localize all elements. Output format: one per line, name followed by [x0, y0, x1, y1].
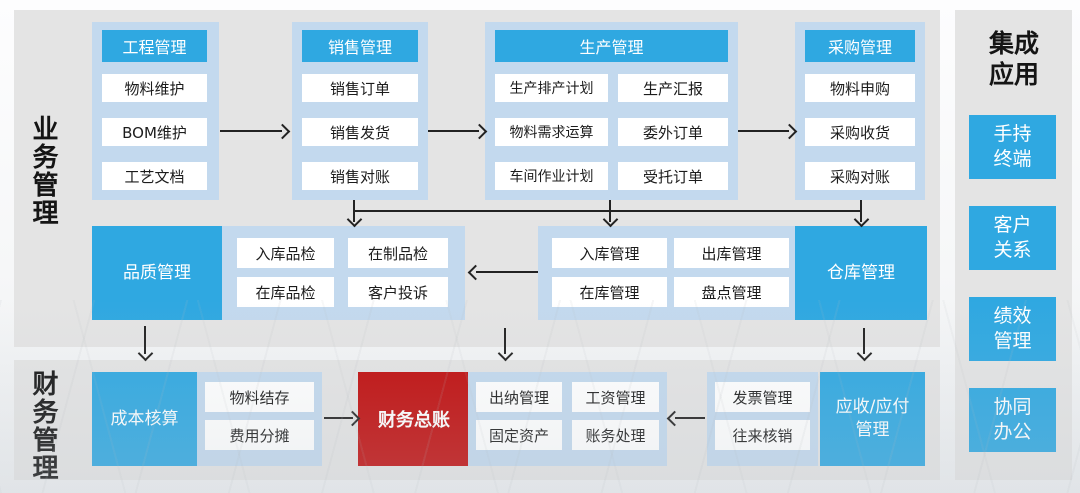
- module-node: 采购收货: [805, 118, 915, 146]
- arrowhead-down-icon: [856, 345, 873, 362]
- general-ledger-box: 财务总账: [358, 372, 470, 466]
- sales-header: 销售管理: [302, 30, 418, 62]
- module-node: 发票管理: [715, 382, 810, 412]
- engineering-header: 工程管理: [102, 30, 207, 62]
- arrowhead-down-icon: [137, 345, 154, 362]
- production-header: 生产管理: [495, 30, 728, 62]
- module-node: 在库品检: [237, 277, 334, 307]
- arrow-warehouse-to-receivable: [863, 328, 865, 354]
- connector-line: [353, 210, 862, 212]
- module-node: 出纳管理: [476, 382, 562, 412]
- arrow-warehouse-to-quality: [476, 271, 538, 273]
- module-node: 往来核销: [715, 420, 810, 450]
- engineering-column: 工程管理 物料维护 BOM维护 工艺文档: [92, 22, 219, 200]
- module-node: 生产汇报: [618, 74, 728, 102]
- arrow-quality-to-cost: [144, 326, 146, 354]
- arrow-prod-to-proc: [738, 130, 789, 132]
- module-node: 费用分摊: [205, 420, 314, 450]
- module-node: 物料需求运算: [495, 118, 608, 146]
- invoice-group: 发票管理 往来核销: [707, 372, 818, 466]
- module-node: 客户投诉: [348, 277, 448, 307]
- module-node: 账务处理: [572, 420, 659, 450]
- module-node: 车间作业计划: [495, 162, 608, 190]
- sales-column: 销售管理 销售订单 销售发货 销售对账: [292, 22, 428, 200]
- module-node: 入库管理: [552, 238, 667, 268]
- module-node: 在制品检: [348, 238, 448, 268]
- module-node: 受托订单: [618, 162, 728, 190]
- arrow-to-cashier: [504, 328, 506, 354]
- module-node: 入库品检: [237, 238, 334, 268]
- integration-item: 客户关系: [969, 206, 1056, 270]
- module-node: 出库管理: [674, 238, 789, 268]
- quality-group: 品质管理 入库品检 在制品检 在库品检 客户投诉: [92, 226, 465, 320]
- procurement-header: 采购管理: [805, 30, 915, 62]
- module-node: 固定资产: [476, 420, 562, 450]
- module-node: 销售对账: [302, 162, 418, 190]
- module-node: 物料维护: [102, 74, 207, 102]
- receivable-payable-box: 应收/应付管理: [820, 372, 925, 466]
- module-node: 工艺文档: [102, 162, 207, 190]
- module-node: 工资管理: [572, 382, 659, 412]
- integration-item: 协同办公: [969, 388, 1056, 452]
- arrow-cost-to-ledger: [324, 417, 353, 419]
- module-node: 生产排产计划: [495, 74, 608, 102]
- integration-item: 手持终端: [969, 115, 1056, 179]
- module-node: 物料结存: [205, 382, 314, 412]
- production-column: 生产管理 生产排产计划 生产汇报 物料需求运算 委外订单 车间作业计划 受托订单: [485, 22, 738, 200]
- integration-title: 集成应用: [988, 29, 1039, 90]
- arrowhead-down-icon: [497, 345, 514, 362]
- module-node: 销售发货: [302, 118, 418, 146]
- arrow-eng-to-sales: [220, 130, 282, 132]
- finance-section-label: 财务管理: [28, 370, 58, 482]
- warehouse-group: 入库管理 出库管理 在库管理 盘点管理 仓库管理: [538, 226, 927, 320]
- warehouse-title-box: 仓库管理: [795, 226, 927, 320]
- business-section-label: 业务管理: [28, 115, 58, 227]
- module-node: 盘点管理: [674, 277, 789, 307]
- quality-title-box: 品质管理: [92, 226, 222, 320]
- module-node: 采购对账: [805, 162, 915, 190]
- module-node: 委外订单: [618, 118, 728, 146]
- cashier-group: 出纳管理 工资管理 固定资产 账务处理: [468, 372, 667, 466]
- module-node: 在库管理: [552, 277, 667, 307]
- arrow-sales-to-prod: [428, 130, 479, 132]
- procurement-column: 采购管理 物料申购 采购收货 采购对账: [795, 22, 925, 200]
- module-node: BOM维护: [102, 118, 207, 146]
- cost-title-box: 成本核算: [92, 372, 197, 466]
- cost-group: 物料结存 费用分摊: [197, 372, 322, 466]
- integration-item: 绩效管理: [969, 297, 1056, 361]
- module-node: 物料申购: [805, 74, 915, 102]
- module-node: 销售订单: [302, 74, 418, 102]
- arrow-invoice-to-cashier: [675, 417, 705, 419]
